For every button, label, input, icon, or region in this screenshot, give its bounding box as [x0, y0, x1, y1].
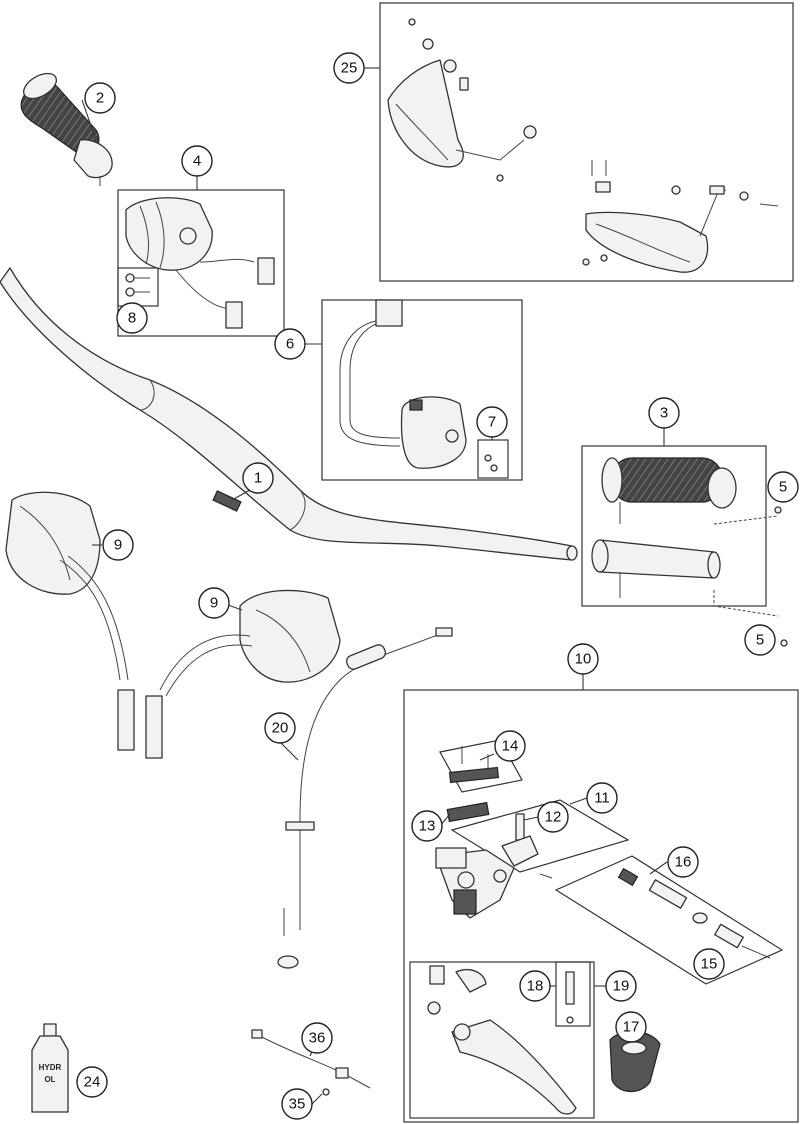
mirror-right: [145, 589, 341, 759]
right-switch: [339, 299, 498, 472]
lever-pivot-kit: [501, 813, 553, 879]
pin-set: [565, 971, 575, 1024]
callout-3: 3: [648, 397, 680, 429]
callout-15-label: 15: [701, 956, 718, 973]
callout-13-label: 13: [419, 818, 436, 835]
callout-14-label: 14: [502, 738, 519, 755]
callout-2: 2: [84, 82, 116, 114]
callout-14: 14: [494, 730, 526, 762]
callout-25: 25: [333, 52, 365, 84]
screw-set-box-8: [117, 267, 159, 307]
left-switch-group-box: [117, 189, 285, 337]
master-cylinder: [435, 847, 515, 919]
mirror-left: [5, 491, 135, 751]
callout-25-label: 25: [341, 60, 358, 77]
callout-35: 35: [281, 1088, 313, 1120]
callout-16-label: 16: [675, 854, 692, 871]
callout-20: 20: [264, 712, 296, 744]
callout-9a-label: 9: [114, 537, 122, 554]
callout-18: 18: [519, 970, 551, 1002]
callout-9b: 9: [198, 587, 230, 619]
left-switch: [125, 197, 275, 329]
clutch-switch: [251, 1029, 371, 1096]
callout-36-label: 36: [309, 1030, 326, 1047]
adjuster: [714, 923, 771, 959]
clutch-lever: [427, 965, 577, 1115]
reservoir-cover: [448, 746, 500, 784]
callout-12-label: 12: [545, 809, 562, 826]
callout-10-label: 10: [575, 651, 592, 668]
handguard-right: [582, 160, 779, 273]
diaphragm: [446, 801, 490, 823]
clutch-lever-subbox: [409, 961, 595, 1119]
callout-12: 12: [537, 801, 569, 833]
callout-35-label: 35: [289, 1096, 306, 1113]
handguard-left: [387, 18, 537, 182]
callout-10: 10: [567, 643, 599, 675]
callout-6: 6: [274, 328, 306, 360]
callout-18-label: 18: [527, 978, 544, 995]
callout-7: 7: [476, 406, 508, 438]
screw-5b: [780, 639, 788, 647]
callout-11-label: 11: [594, 790, 610, 807]
callout-15: 15: [693, 948, 725, 980]
callout-16: 16: [667, 846, 699, 878]
callout-5a: 5: [767, 471, 799, 503]
hydraulic-oil-bottle: HYDR OL: [31, 1023, 69, 1113]
screw-set-box-7: [477, 439, 509, 479]
callout-2-label: 2: [96, 90, 104, 107]
callout-6-label: 6: [286, 336, 294, 353]
lever-guard: [609, 1030, 661, 1093]
callout-13: 13: [411, 810, 443, 842]
callout-4: 4: [181, 145, 213, 177]
throttle-tube: [591, 539, 721, 598]
kit-box-16: [554, 855, 784, 985]
callout-1-label: 1: [254, 470, 262, 487]
bottle-label-line2: OL: [44, 1075, 55, 1084]
throttle-grip: [601, 457, 737, 524]
callout-8-label: 8: [128, 310, 136, 327]
callout-19: 19: [605, 970, 637, 1002]
handguard-group-box: [379, 2, 794, 282]
callout-11: 11: [586, 782, 618, 814]
right-switch-group-box: [321, 299, 523, 481]
callout-24: 24: [76, 1066, 108, 1098]
throttle-group-box: [581, 445, 767, 607]
callout-7-label: 7: [488, 414, 496, 431]
callout-20-label: 20: [272, 720, 289, 737]
callout-1: 1: [242, 462, 274, 494]
screw-5a: [774, 506, 782, 514]
callout-3-label: 3: [660, 405, 668, 422]
callout-8: 8: [116, 302, 148, 334]
callout-17-label: 17: [623, 1019, 640, 1036]
left-grip: [20, 72, 113, 186]
callout-19-label: 19: [613, 978, 630, 995]
callout-36: 36: [301, 1022, 333, 1054]
callout-9a: 9: [102, 529, 134, 561]
callout-17: 17: [615, 1011, 647, 1043]
piston-kit: [617, 867, 708, 924]
bottle-label-line1: HYDR: [39, 1063, 62, 1072]
callout-24-label: 24: [84, 1074, 101, 1091]
clutch-hose: [277, 627, 453, 969]
callout-9b-label: 9: [210, 595, 218, 612]
callout-4-label: 4: [193, 153, 201, 170]
callout-5b-label: 5: [756, 632, 764, 649]
clutch-group-box: [403, 689, 799, 1123]
handlebar: [0, 267, 578, 561]
callout-5b: 5: [744, 624, 776, 656]
callout-5a-label: 5: [779, 479, 787, 496]
pin-set-box-18: [555, 961, 591, 1027]
